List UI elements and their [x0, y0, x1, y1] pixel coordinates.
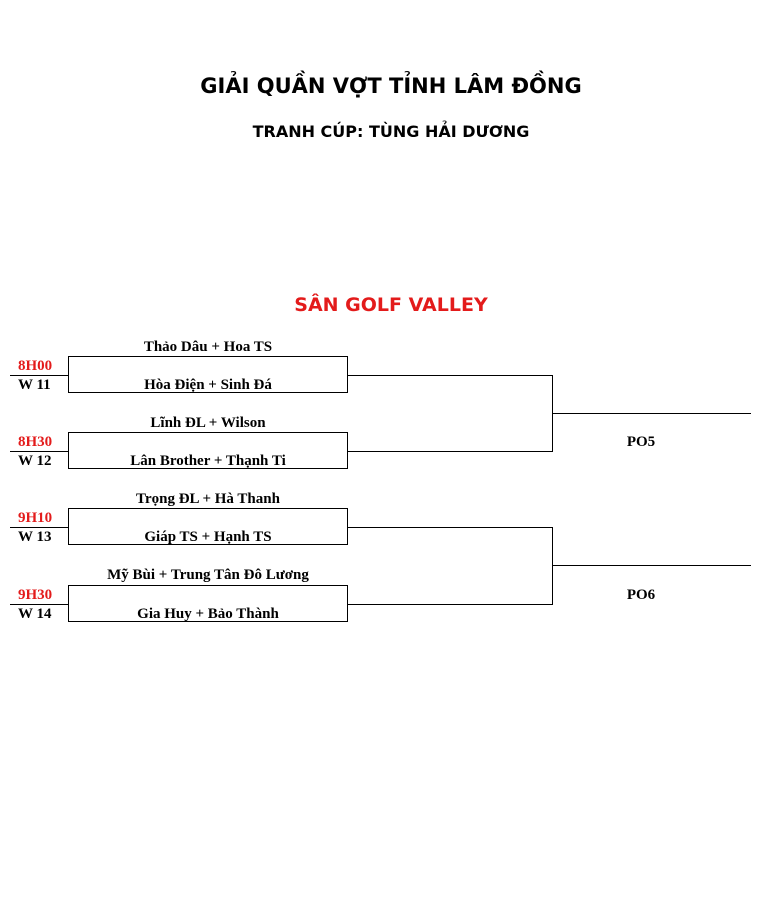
bracket-line — [348, 451, 553, 452]
venue-heading: SÂN GOLF VALLEY — [294, 294, 488, 316]
bracket-line — [10, 527, 68, 528]
bracket-line — [10, 451, 68, 452]
match-box — [68, 356, 348, 393]
team-a: Trọng ĐL + Hà Thanh — [136, 491, 280, 507]
playoff-label: PO6 — [626, 587, 656, 603]
match-box — [68, 585, 348, 622]
bracket-line — [348, 604, 553, 605]
match-time: 8H00 — [18, 358, 53, 374]
match-box — [68, 508, 348, 545]
match-time: 9H10 — [18, 510, 53, 526]
bracket-line — [10, 375, 68, 376]
bracket-line — [552, 565, 751, 566]
team-a: Thảo Dâu + Hoa TS — [143, 339, 273, 355]
team-b: Gia Huy + Bảo Thành — [137, 606, 279, 622]
team-a: Mỹ Bùi + Trung Tân Đô Lương — [107, 567, 309, 583]
match-time: 8H30 — [18, 434, 53, 450]
match-box — [68, 432, 348, 469]
match-code: W 14 — [18, 606, 52, 622]
team-b: Hòa Điện + Sinh Đá — [144, 377, 272, 393]
bracket-line — [348, 375, 553, 376]
match-time: 9H30 — [18, 587, 53, 603]
bracket-line — [348, 527, 553, 528]
team-a: Lĩnh ĐL + Wilson — [150, 415, 266, 431]
playoff-label: PO5 — [626, 434, 656, 450]
bracket-line — [552, 413, 751, 414]
bracket-line — [10, 604, 68, 605]
page-title: GIẢI QUẦN VỢT TỈNH LÂM ĐỒNG — [200, 74, 582, 98]
team-b: Giáp TS + Hạnh TS — [144, 529, 272, 545]
match-code: W 13 — [18, 529, 52, 545]
team-b: Lân Brother + Thạnh Ti — [130, 453, 286, 469]
bracket-line — [552, 527, 553, 605]
match-code: W 11 — [18, 377, 51, 393]
page-subtitle: TRANH CÚP: TÙNG HẢI DƯƠNG — [252, 122, 530, 141]
match-code: W 12 — [18, 453, 52, 469]
